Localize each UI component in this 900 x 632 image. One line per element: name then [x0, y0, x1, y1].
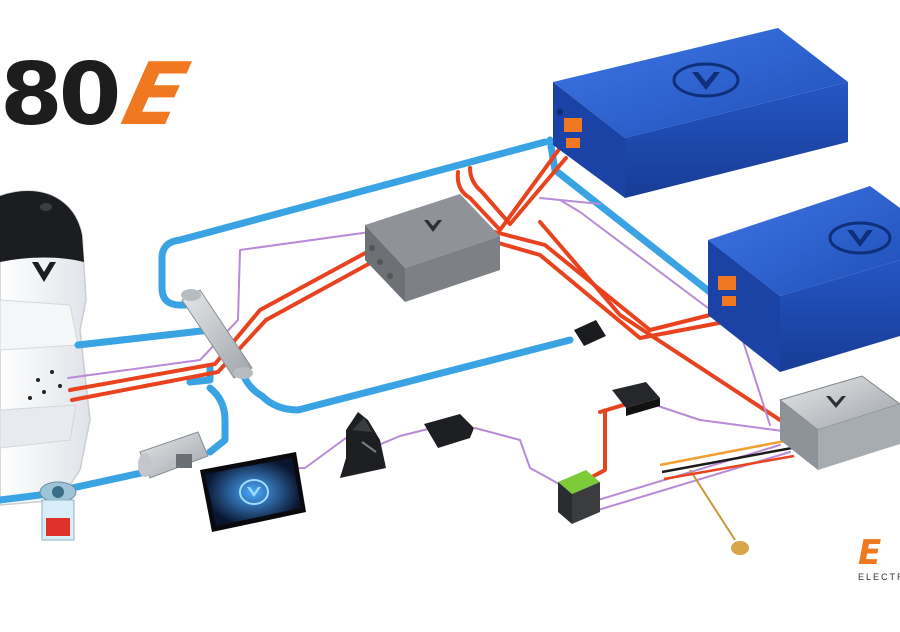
battery-pack-2 — [708, 186, 900, 372]
brand-subtitle: ELECTR — [858, 572, 900, 582]
controller-logo-icon — [826, 396, 846, 408]
control-box-logo-icon — [424, 220, 442, 232]
power-cables — [68, 146, 782, 480]
coolant-pump — [138, 431, 209, 479]
data-bus — [659, 438, 795, 481]
control-box — [365, 194, 500, 302]
display-logo-icon — [239, 479, 269, 505]
display-screen — [200, 452, 306, 532]
product-title: 80E — [0, 45, 193, 145]
coolant-manifold — [181, 289, 253, 379]
title-letter: E — [113, 45, 193, 145]
level-sensor — [689, 469, 749, 555]
engine-logo-icon — [32, 262, 56, 282]
motor-controller — [778, 375, 900, 470]
water-filter — [39, 481, 77, 541]
inline-connector — [574, 320, 606, 346]
key-switch — [424, 414, 474, 448]
battery-1-logo-icon — [672, 62, 740, 98]
brand-mark: E — [858, 536, 882, 573]
battery-pack-1 — [553, 28, 848, 198]
junction-box — [612, 382, 660, 416]
outboard-engine — [0, 190, 91, 506]
title-number: 80 — [0, 45, 121, 145]
throttle-control — [340, 412, 386, 478]
brand-logo: E ELECTR — [858, 536, 900, 582]
fuse-block — [558, 470, 600, 524]
battery-2-logo-icon — [828, 221, 892, 255]
